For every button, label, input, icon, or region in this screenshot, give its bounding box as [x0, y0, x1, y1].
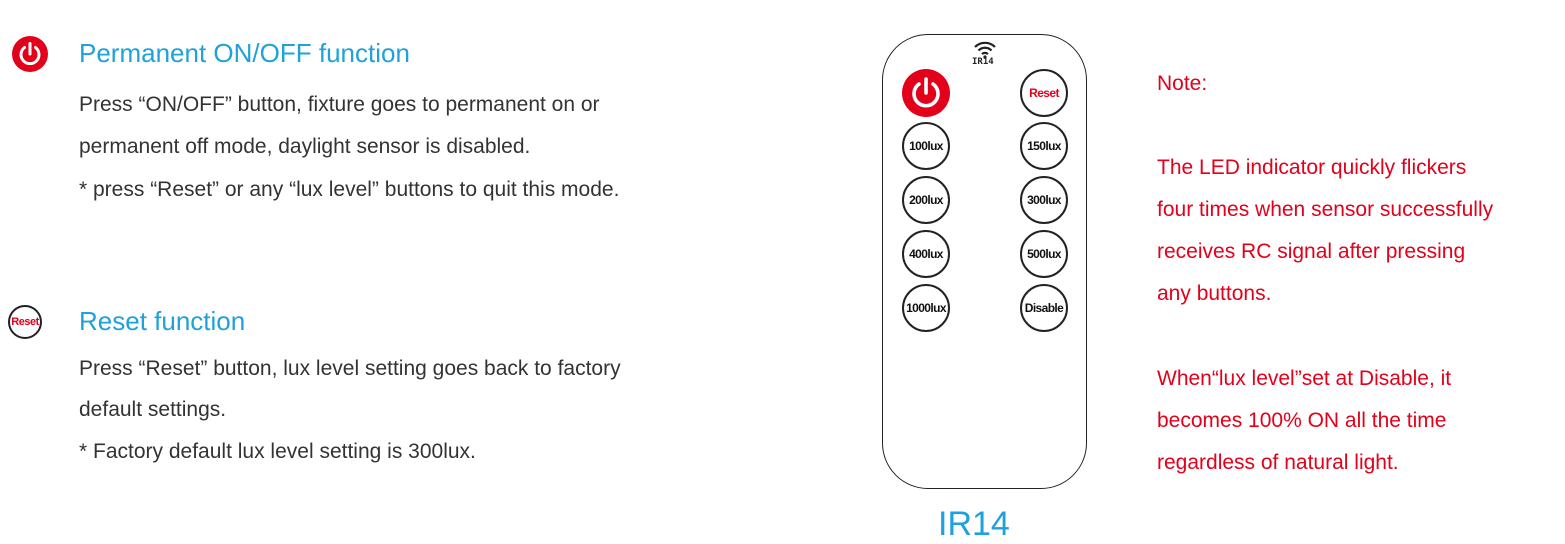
remote-model-label: IR14 — [938, 505, 1010, 543]
reset-icon: Reset — [8, 305, 42, 339]
note-p2-line-1: When“lux level”set at Disable, it — [1157, 367, 1452, 390]
remote-disable-button[interactable]: Disable — [1020, 284, 1068, 332]
remote-control-illustration: IR14 Reset 100lux 150lux 200lux 300lux 4… — [882, 34, 1087, 489]
wifi-signal-icon — [973, 39, 997, 59]
note-p1-line-2: four times when sensor successfully — [1157, 198, 1494, 221]
onoff-section-title: Permanent ON/OFF function — [79, 38, 410, 68]
onoff-line-2: permanent off mode, daylight sensor is d… — [79, 135, 531, 158]
reset-note-line: * Factory default lux level setting is 3… — [79, 440, 476, 463]
remote-100lux-button[interactable]: 100lux — [902, 122, 950, 170]
note-p2-line-3: regardless of natural light. — [1157, 451, 1399, 474]
note-p2-line-2: becomes 100% ON all the time — [1157, 409, 1447, 432]
remote-400lux-button[interactable]: 400lux — [902, 230, 950, 278]
onoff-line-1: Press “ON/OFF” button, fixture goes to p… — [79, 93, 600, 116]
remote-500lux-button[interactable]: 500lux — [1020, 230, 1068, 278]
remote-reset-button[interactable]: Reset — [1020, 69, 1068, 117]
note-p1-line-4: any buttons. — [1157, 282, 1272, 305]
power-icon — [912, 77, 940, 108]
note-title: Note: — [1157, 72, 1208, 95]
reset-line-2: default settings. — [79, 398, 227, 421]
note-p1-line-3: receives RC signal after pressing — [1157, 240, 1466, 263]
reset-icon-label: Reset — [11, 316, 39, 328]
reset-line-1: Press “Reset” button, lux level setting … — [79, 357, 621, 380]
note-p1-line-1: The LED indicator quickly flickers — [1157, 156, 1467, 179]
power-icon — [12, 36, 48, 72]
reset-section-title: Reset function — [79, 306, 246, 336]
remote-200lux-button[interactable]: 200lux — [902, 176, 950, 224]
remote-150lux-button[interactable]: 150lux — [1020, 122, 1068, 170]
remote-300lux-button[interactable]: 300lux — [1020, 176, 1068, 224]
remote-top-label: IR14 — [972, 57, 994, 67]
remote-1000lux-button[interactable]: 1000lux — [902, 284, 950, 332]
onoff-note-line: * press “Reset” or any “lux level” butto… — [79, 178, 620, 201]
remote-power-button[interactable] — [902, 69, 950, 117]
